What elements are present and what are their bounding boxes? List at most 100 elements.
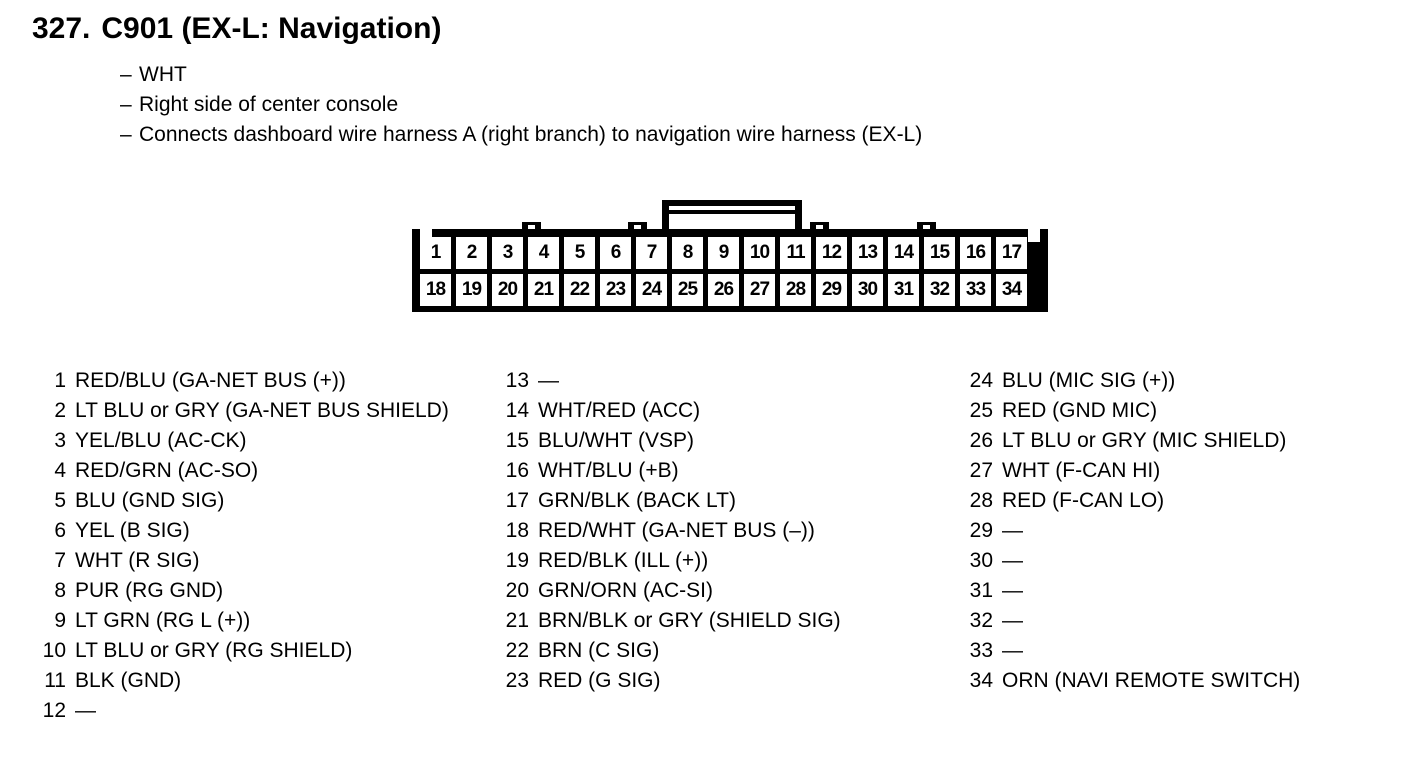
connector-pin-3: 3 [492, 237, 523, 269]
pin-description-text: RED (GND MIC) [1002, 399, 1158, 422]
pin-description-text: RED (F-CAN LO) [1002, 489, 1165, 512]
pin-description-text: BLK (GND) [75, 669, 182, 692]
pin-number: 6 [54, 519, 66, 542]
connector-pin-34: 34 [996, 274, 1027, 306]
pin-description-text: WHT (F-CAN HI) [1002, 459, 1161, 482]
pin-description-text: — [1002, 609, 1023, 632]
pin-description-text: BRN (C SIG) [538, 639, 660, 662]
pin-description-text: — [75, 699, 96, 722]
connector-tab-3 [810, 222, 829, 231]
pin-number: 28 [969, 489, 993, 512]
pin-description-text: WHT/RED (ACC) [538, 399, 701, 422]
header-note-text: Right side of center console [139, 93, 399, 116]
pin-description-text: — [1002, 519, 1023, 542]
page-title-number: 327. [32, 12, 91, 45]
pin-number: 15 [505, 429, 529, 452]
pin-description-text: WHT (R SIG) [75, 549, 200, 572]
pin-number: 34 [969, 669, 993, 692]
latch-slot [669, 206, 795, 210]
pin-description-row: 33 — [967, 636, 1300, 666]
pin-number: 27 [969, 459, 993, 482]
pin-number: 16 [505, 459, 529, 482]
connector-pin-28: 28 [780, 274, 811, 306]
pin-number: 11 [44, 669, 66, 692]
connector-tab-1 [522, 222, 541, 231]
pin-description-text: GRN/ORN (AC-SI) [538, 579, 713, 602]
pin-description-text: BLU/WHT (VSP) [538, 429, 694, 452]
pin-number: 17 [505, 489, 529, 512]
connector-pin-10: 10 [744, 237, 775, 269]
pin-number: 25 [969, 399, 993, 422]
pin-description-text: RED/GRN (AC-SO) [75, 459, 259, 482]
pin-description-row: 34 ORN (NAVI REMOTE SWITCH) [967, 666, 1301, 696]
header-notes-list: –WHT–Right side of center console–Connec… [120, 60, 922, 150]
connector-latch [662, 200, 802, 231]
connector-notch-right [1028, 229, 1040, 242]
pin-description-text: — [1002, 639, 1023, 662]
connector-pin-19: 19 [456, 274, 487, 306]
connector-pin-26: 26 [708, 274, 739, 306]
pin-number: 23 [505, 669, 529, 692]
pin-description-row: 32— [967, 606, 1300, 636]
pin-description-text: RED/BLU (GA-NET BUS (+)) [75, 369, 346, 392]
connector-pin-9: 9 [708, 237, 739, 269]
pin-number: 20 [505, 579, 529, 602]
connector-pin-6: 6 [600, 237, 631, 269]
pin-description-text: PUR (RG GND) [75, 579, 224, 602]
pin-description-row: 20 GRN/ORN (AC-SI) [503, 576, 841, 606]
pin-description-row: 17 GRN/BLK (BACK LT) [503, 486, 841, 516]
connector-pin-5: 5 [564, 237, 595, 269]
pin-description-text: RED/BLK (ILL (+)) [538, 549, 709, 572]
pin-description-row: 28 RED (F-CAN LO) [967, 486, 1300, 516]
connector-pin-33: 33 [960, 274, 991, 306]
pin-number: 29 [969, 519, 993, 542]
connector-pin-13: 13 [852, 237, 883, 269]
connector-pin-22: 22 [564, 274, 595, 306]
pin-number: 12 [42, 699, 66, 722]
pin-number: 33 [969, 639, 993, 662]
pin-number: 21 [505, 609, 529, 632]
connector-pin-25: 25 [672, 274, 703, 306]
pin-number: 3 [54, 429, 66, 452]
pin-description-row: 12 — [40, 696, 449, 726]
pin-description-text: ORN (NAVI REMOTE SWITCH) [1002, 669, 1301, 692]
header-note-text: Connects dashboard wire harness A (right… [139, 123, 923, 146]
connector-pin-14: 14 [888, 237, 919, 269]
pin-description-row: 29 — [967, 516, 1300, 546]
pin-description-row: 13— [503, 366, 841, 396]
pin-number: 19 [505, 549, 529, 572]
pin-description-row: 11 BLK (GND) [40, 666, 449, 696]
connector-tab-4 [917, 222, 936, 231]
connector-pin-23: 23 [600, 274, 631, 306]
pin-description-text: BLU (MIC SIG (+)) [1002, 369, 1176, 392]
connector-pin-24: 24 [636, 274, 667, 306]
note-dash-icon: – [120, 123, 132, 146]
connector-pin-27: 27 [744, 274, 775, 306]
pin-description-row: 25 RED (GND MIC) [967, 396, 1300, 426]
pin-number: 7 [54, 549, 66, 572]
pin-number: 30 [969, 549, 993, 572]
connector-pin-8: 8 [672, 237, 703, 269]
pin-description-text: — [1002, 579, 1023, 602]
pin-number: 4 [54, 459, 66, 482]
latch-body [669, 214, 795, 231]
connector-pin-17: 17 [996, 237, 1027, 269]
pin-description-text: GRN/BLK (BACK LT) [538, 489, 736, 512]
pin-number: 9 [54, 609, 66, 632]
pin-number: 10 [42, 639, 66, 662]
connector-pin-12: 12 [816, 237, 847, 269]
pin-description-text: BRN/BLK or GRY (SHIELD SIG) [538, 609, 841, 632]
pin-description-text: YEL/BLU (AC-CK) [75, 429, 247, 452]
pin-description-text: LT BLU or GRY (MIC SHIELD) [1002, 429, 1287, 452]
pin-description-text: — [1002, 549, 1023, 572]
